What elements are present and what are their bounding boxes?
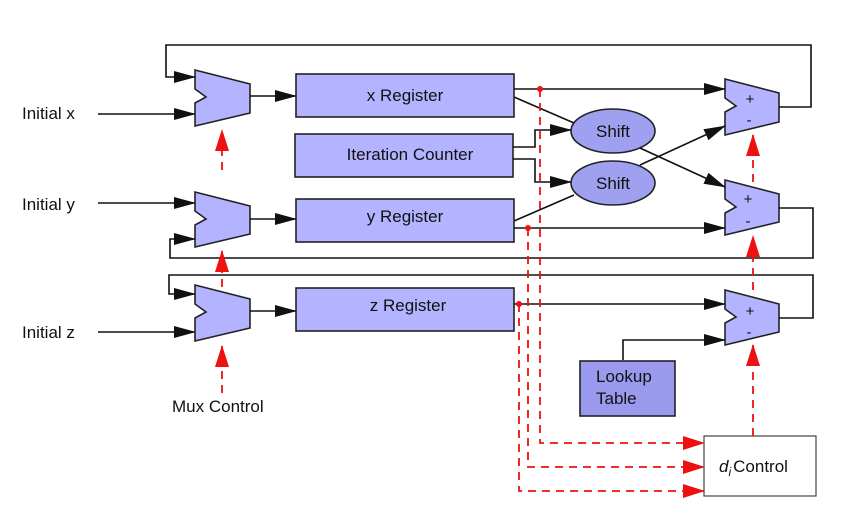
- adder-x-plus: +: [746, 91, 755, 108]
- mux-control-label: Mux Control: [172, 397, 264, 416]
- x-sign-control-line: [539, 89, 705, 450]
- shift-bottom-label: Shift: [596, 174, 630, 193]
- shift-top-to-adder-y-wire: [639, 147, 726, 188]
- adder-z-plus: +: [746, 303, 755, 320]
- z-register-label: z Register: [370, 296, 447, 315]
- adder-x-minus: -: [747, 112, 752, 129]
- adder-x: [724, 77, 780, 137]
- y-register-label: y Register: [367, 207, 444, 226]
- iteration-counter-label: Iteration Counter: [347, 145, 474, 164]
- x-to-shift-wire: [513, 96, 575, 124]
- adder-z-minus: -: [747, 324, 752, 341]
- y-sign-control-line: [527, 228, 705, 474]
- lookup-table: [579, 360, 676, 417]
- adder-y-minus: -: [746, 213, 751, 230]
- mux-z: [194, 283, 251, 343]
- counter-to-shift-top-wire: [513, 124, 572, 148]
- initial-y-label: Initial y: [22, 195, 75, 214]
- feedback-x-wire: [165, 44, 812, 108]
- lookup-table-label-line2: Table: [596, 389, 637, 408]
- x-register-label: x Register: [367, 86, 444, 105]
- feedback-z-wire: [168, 274, 814, 319]
- shift-bottom-to-adder-x-wire: [639, 125, 726, 166]
- di-control-sub: i: [728, 465, 731, 479]
- di-control-d: d: [719, 457, 729, 476]
- y-to-shift-wire: [513, 194, 575, 222]
- x-register: [295, 73, 515, 118]
- mux-y: [194, 190, 251, 249]
- z-sign-control-line: [518, 304, 705, 498]
- di-control-box: [703, 435, 817, 497]
- shift-top-label: Shift: [596, 122, 630, 141]
- initial-z-label: Initial z: [22, 323, 75, 342]
- di-control-text: Control: [733, 457, 788, 476]
- counter-to-shift-bottom-wire: [513, 158, 572, 188]
- iteration-counter: [294, 133, 514, 178]
- mux-x: [194, 68, 251, 128]
- adder-y-plus: +: [744, 191, 753, 208]
- lookup-to-adder-z-wire: [622, 334, 726, 360]
- lookup-table-label-line1: Lookup: [596, 367, 652, 386]
- initial-x-label: Initial x: [22, 104, 75, 123]
- feedback-y-wire: [169, 207, 814, 259]
- z-register: [295, 287, 515, 332]
